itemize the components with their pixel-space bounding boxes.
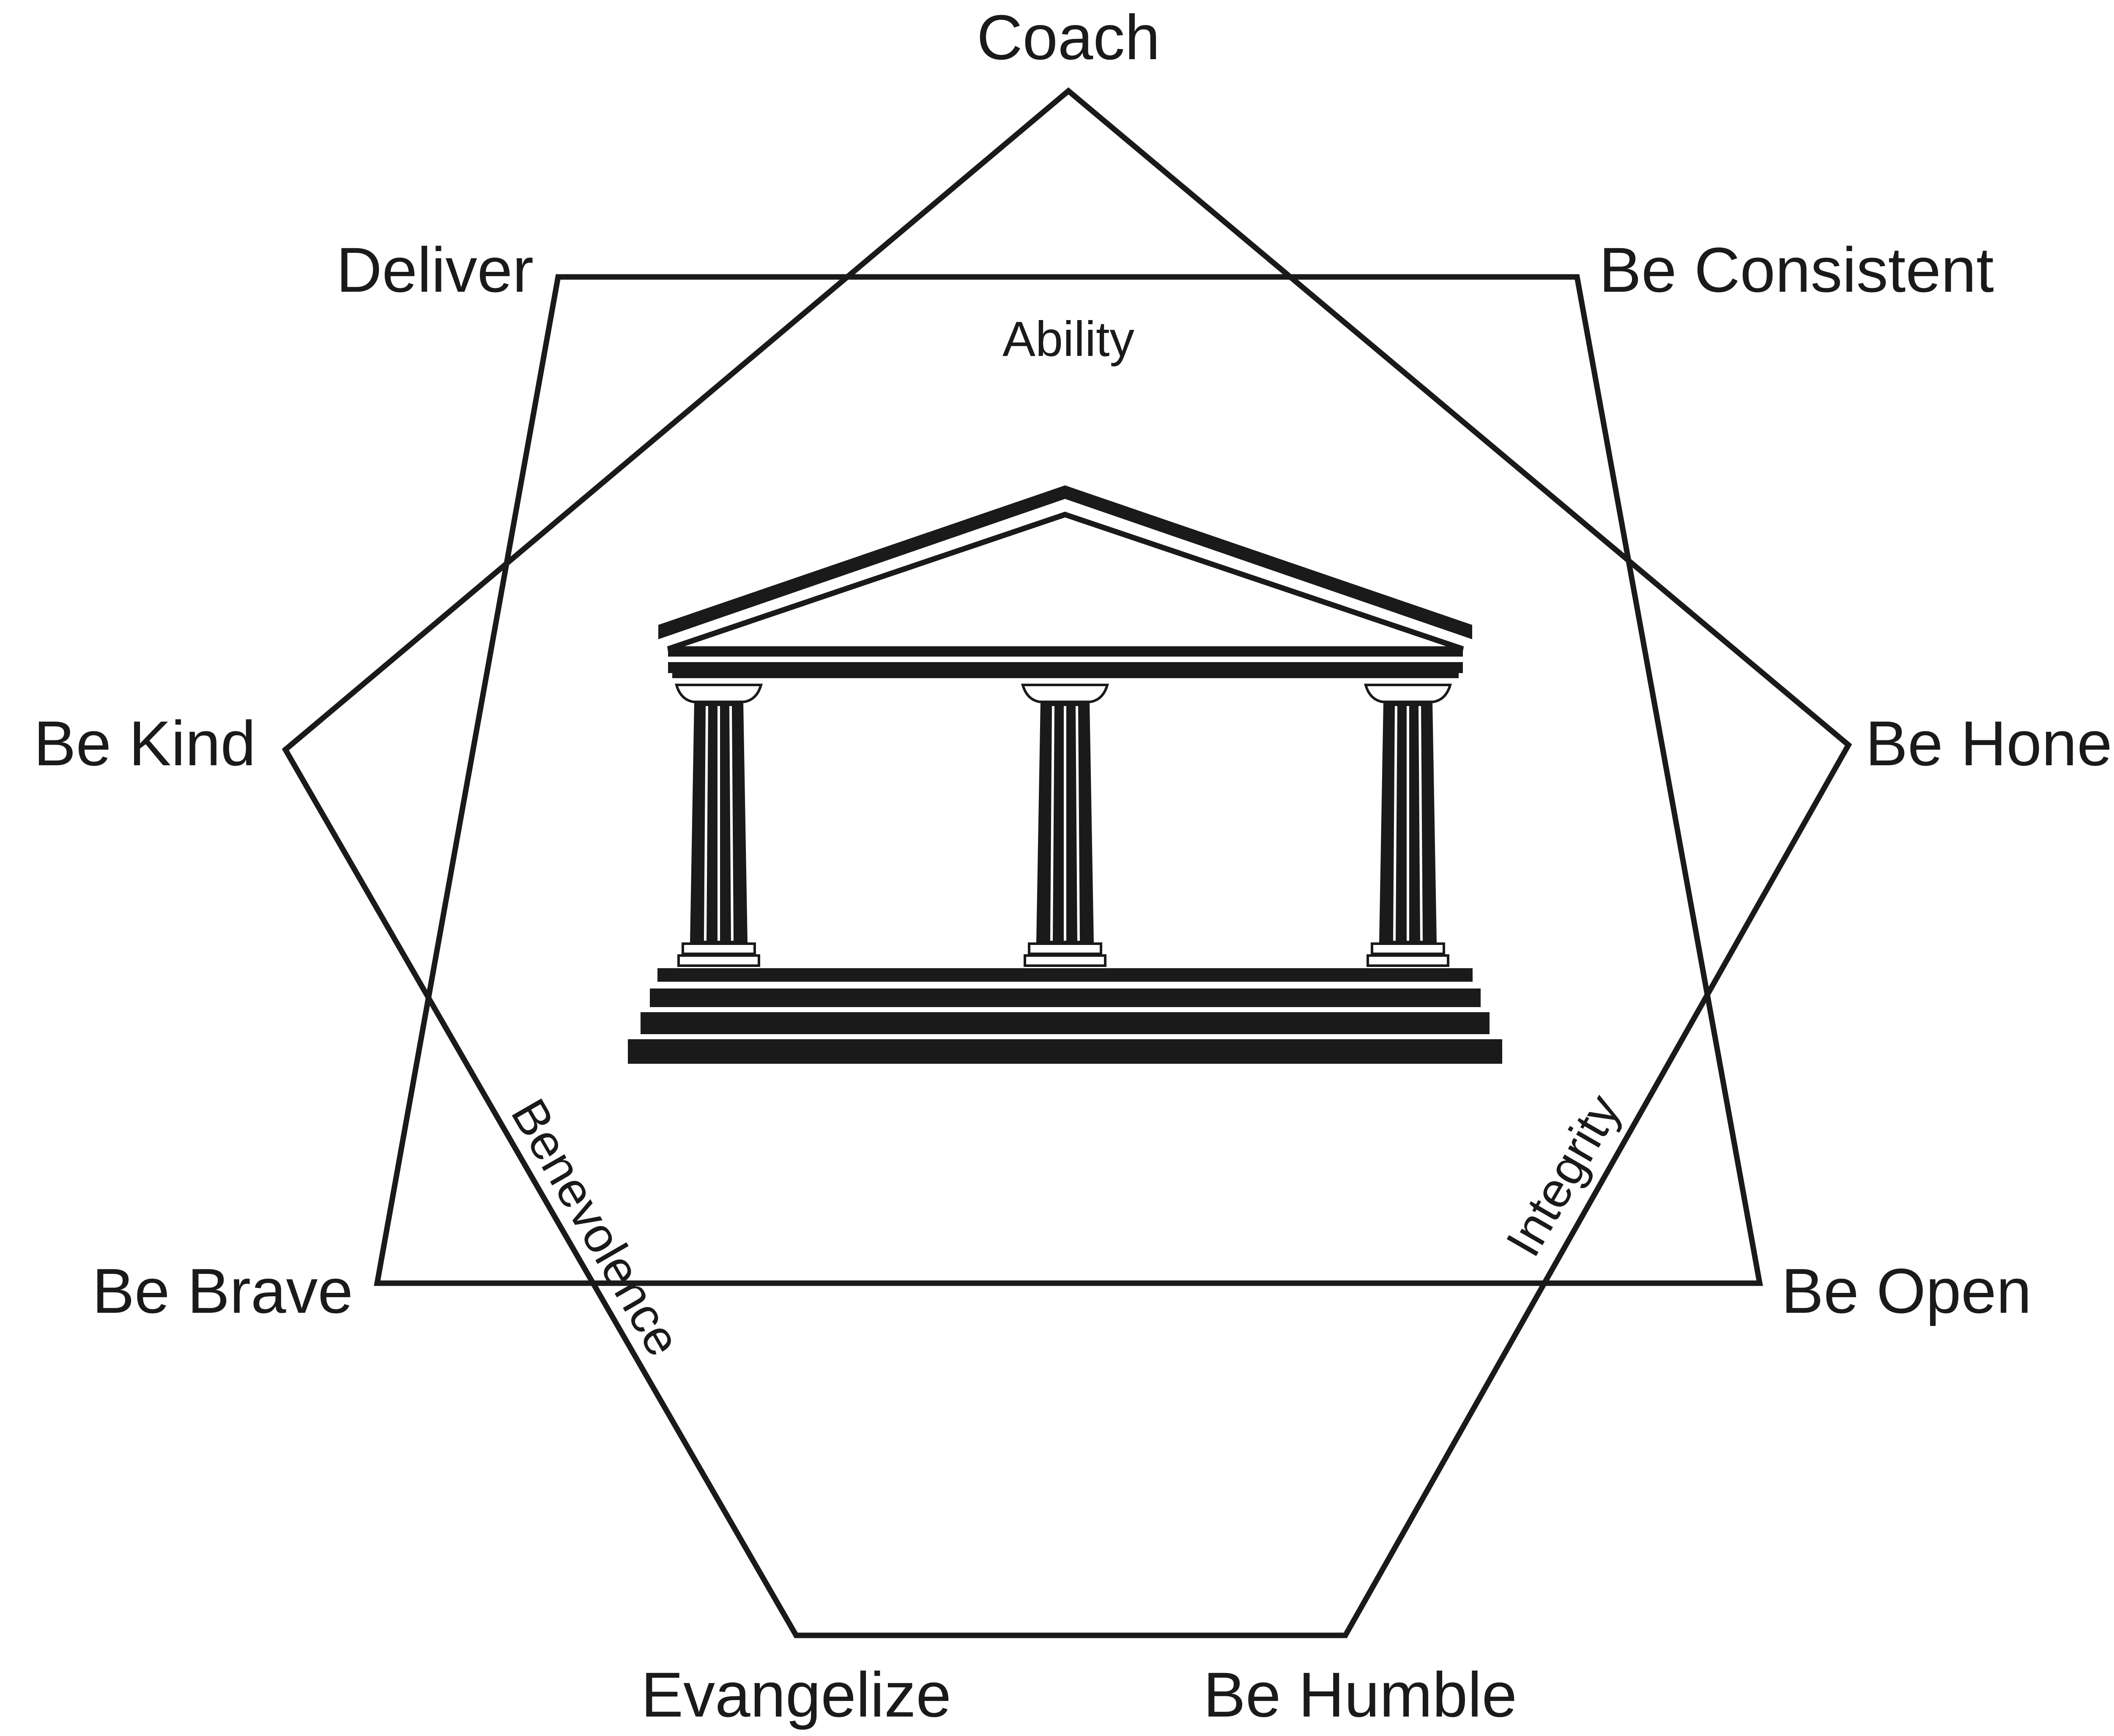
label-be-humble: Be Humble: [1203, 1659, 1517, 1730]
label-be-brave: Be Brave: [92, 1255, 353, 1326]
label-benevolence: Benevolence: [501, 1090, 692, 1365]
temple-column-left: [675, 684, 763, 967]
label-deliver: Deliver: [336, 234, 534, 305]
temple-icon: [628, 485, 1502, 1064]
pentagon-outline: [282, 87, 1852, 1638]
temple-column-right: [1364, 684, 1452, 967]
label-be-kind: Be Kind: [34, 708, 256, 779]
label-be-honest: Be Honest: [1865, 708, 2114, 779]
label-integrity: Integrity: [1495, 1085, 1631, 1265]
quadrilateral-outline: [374, 274, 1763, 1286]
label-ability: Ability: [1002, 311, 1135, 367]
label-be-open: Be Open: [1781, 1255, 2032, 1326]
label-coach: Coach: [977, 2, 1160, 73]
label-evangelize: Evangelize: [641, 1659, 951, 1730]
label-be-consistent: Be Consistent: [1599, 234, 1994, 305]
temple-column-center: [1021, 684, 1109, 967]
